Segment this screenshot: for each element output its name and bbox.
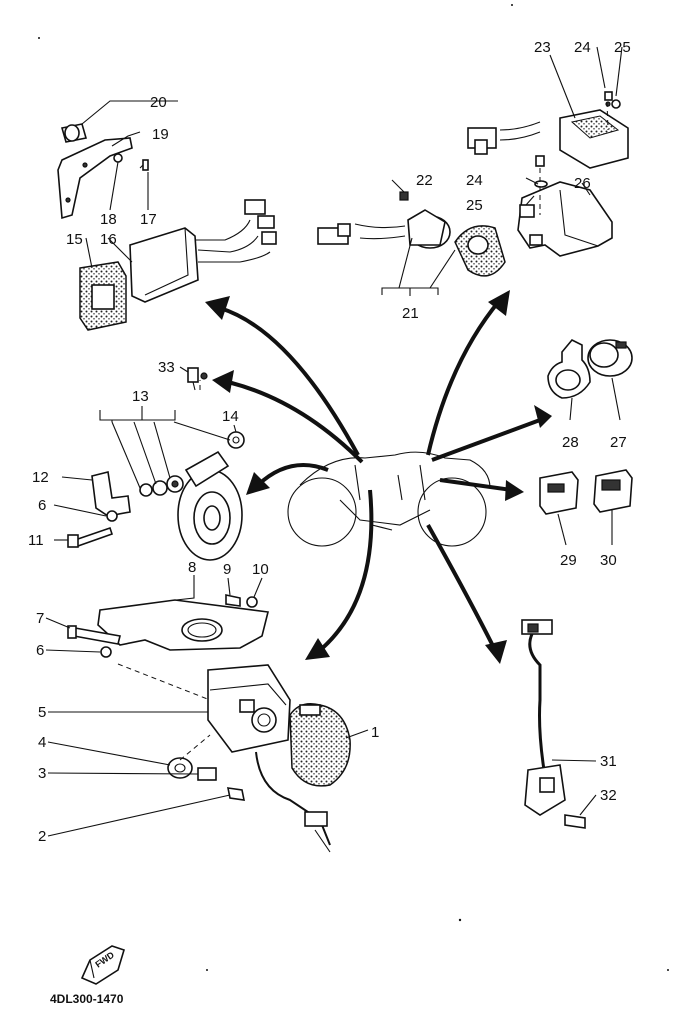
arrow-to-lead <box>426 524 498 653</box>
bolt-9 <box>225 594 241 607</box>
callout-24-lower: 24 <box>466 172 483 189</box>
callout-9: 9 <box>223 561 231 578</box>
callout-29: 29 <box>560 552 577 569</box>
frame-outline <box>287 451 491 547</box>
arrow-to-pickup <box>316 489 374 654</box>
callout-17: 17 <box>140 211 157 228</box>
scan-specks <box>38 4 669 971</box>
callout-23: 23 <box>534 39 551 56</box>
callout-21: 21 <box>402 305 419 322</box>
bolt-17 <box>139 159 149 171</box>
callout-6-upper: 6 <box>38 497 46 514</box>
bolt-32 <box>564 814 586 829</box>
sensor-33 <box>187 367 208 391</box>
collar-6-upper <box>106 510 118 522</box>
flasher-relay-27 <box>587 339 633 377</box>
arrow-to-relay <box>426 298 502 456</box>
callout-7: 7 <box>36 610 44 627</box>
sensor-lead-31 <box>521 619 566 816</box>
arrow-to-sensor <box>227 380 364 464</box>
alignment-lines <box>117 101 609 761</box>
callout-15: 15 <box>66 231 83 248</box>
callout-27: 27 <box>610 434 627 451</box>
horn <box>177 450 243 561</box>
arrow-to-flasher <box>431 418 541 462</box>
callout-20: 20 <box>150 94 167 111</box>
callout-18: 18 <box>100 211 117 228</box>
arrow-to-horn <box>256 463 329 487</box>
screw-2 <box>226 787 246 801</box>
bolt-7 <box>67 625 121 645</box>
callout-16: 16 <box>100 231 117 248</box>
nut-14 <box>227 431 245 449</box>
pickup-coil-1 <box>289 703 351 787</box>
damper-4 <box>167 757 193 779</box>
relay-30 <box>593 469 633 513</box>
ignitor-unit <box>129 199 277 303</box>
collar-18 <box>113 153 123 163</box>
callout-5: 5 <box>38 704 46 721</box>
collar-3 <box>197 767 217 781</box>
callout-24-upper: 24 <box>574 39 591 56</box>
callout-28: 28 <box>562 434 579 451</box>
relay-29 <box>539 471 579 515</box>
drawing-code: 4DL300-1470 <box>50 992 124 1006</box>
pickup-leads <box>255 751 331 853</box>
bolt-11 <box>67 526 114 548</box>
callout-4: 4 <box>38 734 46 751</box>
callout-22: 22 <box>416 172 433 189</box>
horn-hardware-13 <box>139 475 184 497</box>
collar-6-lower <box>100 646 112 658</box>
callout-1: 1 <box>371 724 379 741</box>
callout-13: 13 <box>132 388 149 405</box>
relay-bracket-26 <box>517 181 613 257</box>
callout-31: 31 <box>600 753 617 770</box>
fwd-marker: FWD <box>80 945 125 985</box>
ignitor-cover-15 <box>79 261 127 331</box>
callout-19: 19 <box>152 126 169 143</box>
starter-relay <box>317 191 506 277</box>
arrow-to-switch <box>439 478 513 492</box>
washer-25-upper <box>611 99 621 109</box>
washer-25-lower <box>534 180 548 188</box>
bracket-8 <box>97 599 269 651</box>
bolt-24-upper <box>604 91 613 107</box>
callout-30: 30 <box>600 552 617 569</box>
arrow-to-ignitor <box>219 306 360 456</box>
bolt-24-lower <box>535 155 545 167</box>
callout-33: 33 <box>158 359 175 376</box>
washer-10 <box>246 596 258 608</box>
leader-lines <box>45 46 623 837</box>
callout-14: 14 <box>222 408 239 425</box>
callout-8: 8 <box>188 559 196 576</box>
horn-bracket-12 <box>91 471 131 517</box>
callout-12: 12 <box>32 469 49 486</box>
callout-10: 10 <box>252 561 269 578</box>
callout-2: 2 <box>38 828 46 845</box>
callout-26: 26 <box>574 175 591 192</box>
callout-32: 32 <box>600 787 617 804</box>
callout-3: 3 <box>38 765 46 782</box>
callout-25-upper: 25 <box>614 39 631 56</box>
assembly-arrows <box>205 290 552 664</box>
flasher-band-28 <box>547 339 591 399</box>
callout-labels: 1 2 3 4 5 6 6 7 8 9 10 11 12 13 14 15 16… <box>28 39 631 845</box>
callout-11: 11 <box>28 532 44 549</box>
rectifier-23 <box>467 109 629 169</box>
ignitor-bracket <box>57 123 133 220</box>
callout-25-lower: 25 <box>466 197 483 214</box>
callout-6-lower: 6 <box>36 642 44 659</box>
pickup-bracket-5 <box>207 664 291 753</box>
